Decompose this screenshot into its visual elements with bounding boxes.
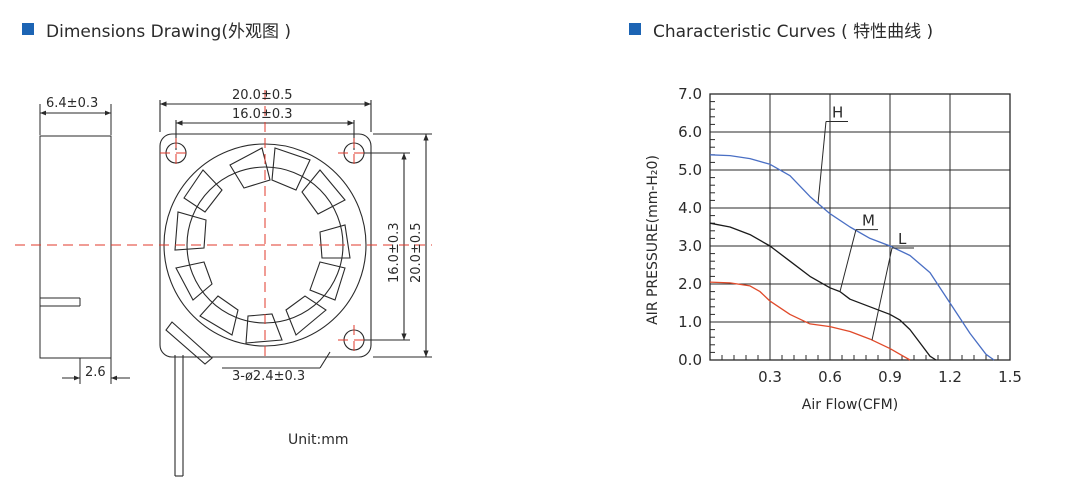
x-axis-label: Air Flow(CFM): [802, 397, 898, 413]
x-tick-label: 1.2: [938, 368, 962, 386]
plot-frame: [709, 93, 1011, 361]
annotation-leader: [817, 121, 827, 204]
thickness-dim-label: 6.4±0.3: [46, 96, 98, 111]
y-tick-label: 1.0: [678, 313, 702, 331]
series-line-l: [709, 281, 911, 361]
holes-dim-label: 3-ø2.4±0.3: [232, 369, 305, 384]
annotation-label-m: M: [862, 212, 875, 230]
dimensions-drawing: 6.4±0.3 2.6: [15, 88, 432, 477]
square-bullet-icon: [629, 23, 641, 35]
annotation-leader: [871, 247, 893, 341]
y-tick-label: 3.0: [678, 237, 702, 255]
hole-pitch-v-dim-label: 16.0±0.3: [387, 222, 402, 283]
square-bullet-icon: [22, 23, 34, 35]
x-tick-label: 1.5: [998, 368, 1022, 386]
center-lines: [15, 90, 432, 362]
front-view: [159, 100, 432, 477]
lead-offset-dim-label: 2.6: [85, 365, 106, 380]
y-tick-label: 4.0: [678, 199, 702, 217]
y-tick-label: 6.0: [678, 123, 702, 141]
series-line-h: [709, 154, 995, 361]
annotation-label-l: L: [898, 230, 907, 248]
unit-label: Unit:mm: [288, 432, 349, 448]
y-tick-labels: 0.0 1.0 2.0 3.0 4.0 5.0 6.0 7.0: [678, 85, 702, 369]
characteristic-chart: 0.0 1.0 2.0 3.0 4.0 5.0 6.0 7.0 0.3 0.6 0.9 1.2 1.5…: [645, 85, 1022, 413]
annotation-label-h: H: [832, 103, 843, 121]
curves-title-text: Characteristic Curves ( 特性曲线 ): [653, 21, 934, 42]
y-tick-label: 0.0: [678, 351, 702, 369]
y-tick-label: 7.0: [678, 85, 702, 103]
hole-pitch-h-dim-label: 16.0±0.3: [232, 107, 293, 122]
dimensions-title-text: Dimensions Drawing(外观图 ): [46, 21, 291, 42]
x-tick-label: 0.6: [818, 368, 842, 386]
chart-grid: [709, 93, 1011, 361]
side-view: [39, 104, 130, 384]
x-tick-labels: 0.3 0.6 0.9 1.2 1.5: [758, 368, 1022, 386]
curves-title: Characteristic Curves ( 特性曲线 ): [629, 16, 933, 42]
y-tick-label: 5.0: [678, 161, 702, 179]
annotation-leader: [839, 229, 857, 292]
chart-annotations: H M L: [817, 103, 914, 341]
y-tick-label: 2.0: [678, 275, 702, 293]
dimensions-title: Dimensions Drawing(外观图 ): [22, 16, 291, 42]
y-axis-label: AIR PRESSURE(mm-H₂0): [645, 155, 661, 325]
series-line-m: [709, 222, 937, 361]
x-tick-label: 0.3: [758, 368, 782, 386]
outer-height-dim-label: 20.0±0.5: [409, 222, 424, 283]
chart-series: [709, 154, 995, 361]
x-tick-label: 0.9: [878, 368, 902, 386]
outer-width-dim-label: 20.0±0.5: [232, 88, 293, 103]
